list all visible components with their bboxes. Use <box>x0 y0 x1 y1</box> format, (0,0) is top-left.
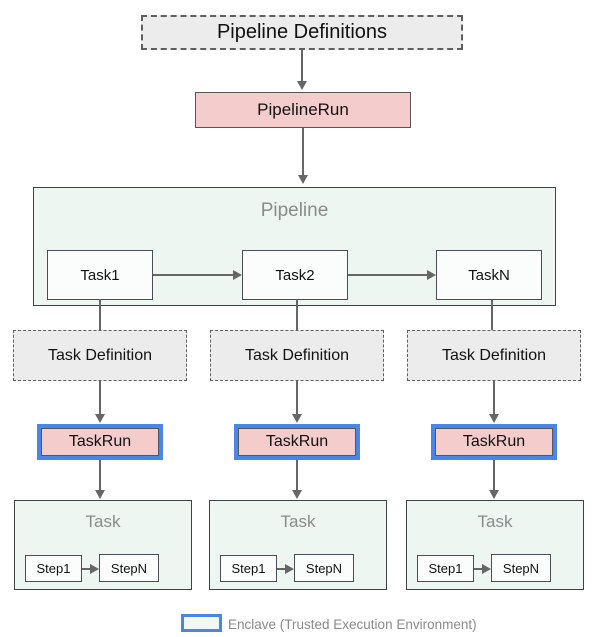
arrow-down-icon <box>292 414 302 423</box>
connector-line <box>301 50 303 82</box>
task1-box: Task1 <box>47 250 153 300</box>
connector-line <box>302 128 304 176</box>
arrow-down-icon <box>489 490 499 499</box>
arrow-right-icon <box>90 564 99 574</box>
task-definition-label: Task Definition <box>47 346 153 364</box>
task-run-box-1: TaskRun <box>41 428 159 456</box>
enclave-legend-label: Enclave (Trusted Execution Environment) <box>228 616 477 632</box>
enclave-border-3: TaskRun <box>431 424 557 460</box>
task-definition-box-2: Task Definition <box>210 330 384 381</box>
arrow-right-icon <box>285 564 294 574</box>
stepN-label: StepN <box>110 560 148 576</box>
connector-line <box>474 568 482 570</box>
task-container-1: Task Step1 StepN <box>14 500 192 590</box>
task-definition-label: Task Definition <box>244 346 350 364</box>
task-container-2: Task Step1 StepN <box>209 500 387 590</box>
task-run-label: TaskRun <box>68 433 132 450</box>
task-run-label: TaskRun <box>265 433 329 450</box>
arrow-down-icon <box>292 490 302 499</box>
task2-label: Task2 <box>275 266 315 284</box>
connector-line <box>99 460 101 490</box>
arrow-down-icon <box>95 490 105 499</box>
connector-line <box>296 460 298 490</box>
connector-line <box>153 274 233 276</box>
pipeline-definitions-box: Pipeline Definitions <box>141 15 463 50</box>
pipeline-title: Pipeline <box>260 200 329 221</box>
arrow-down-icon <box>298 175 308 184</box>
connector-line <box>491 300 493 330</box>
pipeline-run-box: PipelineRun <box>195 92 411 128</box>
taskN-label: TaskN <box>468 266 510 284</box>
task1-label: Task1 <box>80 266 120 284</box>
task-title: Task <box>477 512 513 531</box>
stepN-box: StepN <box>491 554 551 582</box>
task-title: Task <box>280 512 316 531</box>
task2-box: Task2 <box>242 250 348 300</box>
enclave-border-1: TaskRun <box>37 424 163 460</box>
arrow-right-icon <box>482 564 491 574</box>
stepN-box: StepN <box>99 554 159 582</box>
arrow-right-icon <box>233 270 242 280</box>
task-run-label: TaskRun <box>462 433 526 450</box>
arrow-down-icon <box>297 81 307 90</box>
stepN-label: StepN <box>502 560 540 576</box>
enclave-border-2: TaskRun <box>234 424 360 460</box>
arrow-down-icon <box>489 414 499 423</box>
task-definition-box-3: Task Definition <box>407 330 581 381</box>
task-definition-label: Task Definition <box>441 346 547 364</box>
pipeline-definitions-label: Pipeline Definitions <box>216 21 388 43</box>
step1-label: Step1 <box>231 561 266 576</box>
step1-box: Step1 <box>25 555 82 582</box>
task-run-box-3: TaskRun <box>435 428 553 456</box>
step1-label: Step1 <box>36 561 71 576</box>
arrow-down-icon <box>95 414 105 423</box>
task-container-3: Task Step1 StepN <box>406 500 584 590</box>
step1-box: Step1 <box>417 555 474 582</box>
pipeline-run-label: PipelineRun <box>257 100 349 119</box>
pipeline-container: Pipeline Task1 Task2 TaskN <box>33 187 556 306</box>
connector-line <box>296 381 298 414</box>
arrow-right-icon <box>427 270 436 280</box>
task-title: Task <box>85 512 121 531</box>
connector-line <box>277 568 285 570</box>
connector-line <box>99 381 101 414</box>
task-definition-box-1: Task Definition <box>13 330 187 381</box>
connector-line <box>493 381 495 414</box>
connector-line <box>296 299 298 330</box>
connector-line <box>82 568 90 570</box>
connector-line <box>99 299 101 330</box>
connector-line <box>348 274 427 276</box>
stepN-box: StepN <box>294 554 354 582</box>
taskN-box: TaskN <box>436 250 542 300</box>
step1-box: Step1 <box>220 555 277 582</box>
step1-label: Step1 <box>428 561 463 576</box>
stepN-label: StepN <box>305 560 343 576</box>
task-run-box-2: TaskRun <box>238 428 356 456</box>
enclave-legend-swatch <box>181 614 222 632</box>
connector-line <box>493 460 495 490</box>
